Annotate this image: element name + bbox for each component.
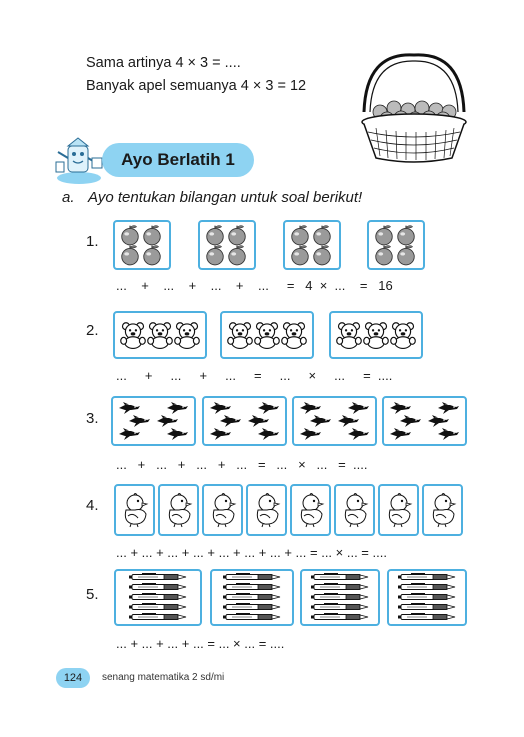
exercise-3-number: 3. [86,410,99,427]
bird-group [292,396,377,446]
section-title: Ayo Berlatih 1 [121,150,235,169]
pen-group [210,569,294,626]
pen-icon [222,573,281,620]
chick-icon [256,492,280,528]
chick-box [290,484,331,536]
exercise-5-number: 5. [86,586,99,603]
chick-box [158,484,199,536]
apple-basket-illustration [361,53,467,163]
apple-group [283,220,341,270]
bird-icon [119,402,188,440]
page-number: 124 [56,668,90,688]
instruction-letter: a. [62,189,75,206]
chick-box [202,484,243,536]
apple-icon [375,224,415,266]
apple-group [367,220,425,270]
book-title: senang matematika 2 sd/mi [102,672,225,683]
pen-icon [310,573,369,620]
chick-box [378,484,419,536]
chick-box [246,484,287,536]
apple-icon [291,224,331,266]
teddy-bear-icon [336,322,416,349]
exercise-4-number: 4. [86,497,99,514]
chick-box [422,484,463,536]
bird-icon [300,402,369,440]
pen-icon [397,573,456,620]
exercise-2-equation: ... + ... + ... = ... × ... = .... [116,368,393,383]
chick-icon [344,492,368,528]
teddy-bear-icon [227,322,307,349]
chick-box [334,484,375,536]
chick-icon [168,492,192,528]
teddy-bear-icon [120,322,200,349]
intro-line-2: Banyak apel semuanya 4 × 3 = 12 [86,78,307,94]
chick-icon [300,492,324,528]
apple-icon [206,224,246,266]
section-banner: Ayo Berlatih 1 [102,143,254,177]
bear-group [329,311,423,359]
chick-icon [388,492,412,528]
bird-group [202,396,287,446]
apple-group [113,220,171,270]
pen-group [387,569,467,626]
chick-icon [124,492,148,528]
bear-group [220,311,314,359]
pen-group [300,569,380,626]
intro-line-1: Sama artinya 4 × 3 = .... [86,55,241,71]
bear-group [113,311,207,359]
exercise-5-equation: ... + ... + ... + ... = ... × ... = .... [116,636,285,651]
exercise-3-equation: ... + ... + ... + ... = ... × ... = .... [116,457,368,472]
bird-group [382,396,467,446]
chick-icon [212,492,236,528]
bird-icon [390,402,459,440]
apple-icon [121,224,161,266]
instruction: a. Ayo tentukan bilangan untuk soal berik… [62,189,362,206]
exercise-1-equation: ... + ... + ... + ... = 4 × ... = 16 [116,278,393,293]
chick-box [114,484,155,536]
instruction-text: Ayo tentukan bilangan untuk soal berikut… [88,189,363,206]
pen-group [114,569,202,626]
bird-group [111,396,196,446]
bird-icon [210,402,279,440]
pen-icon [128,573,187,620]
pencil-mascot-illustration [55,137,103,184]
exercise-2-number: 2. [86,322,99,339]
apple-group [198,220,256,270]
exercise-1-number: 1. [86,233,99,250]
exercise-4-equation: ... + ... + ... + ... + ... + ... + ... … [116,545,387,560]
chick-icon [432,492,456,528]
